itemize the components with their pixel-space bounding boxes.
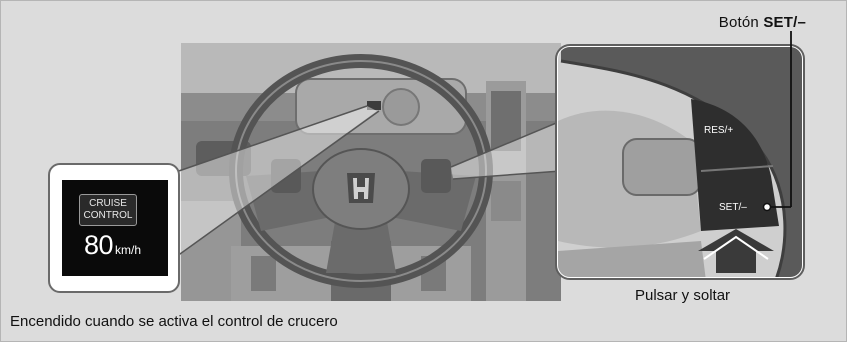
set-button-label: Botón SET/–	[719, 14, 806, 31]
button-prefix-text: Botón	[718, 14, 759, 31]
set-button-marker	[762, 202, 772, 212]
set-minus-button-label: SET/–	[719, 202, 747, 213]
press-arrow-icon	[698, 229, 774, 273]
indicator-line-2: CONTROL	[83, 210, 133, 221]
cruise-control-indicator: CRUISE CONTROL	[79, 194, 137, 226]
button-zoom-panel: RES/+ SET/–	[555, 31, 805, 280]
indicator-caption: Encendido cuando se activa el control de…	[10, 313, 338, 330]
speed-unit: km/h	[115, 243, 142, 257]
indicator-line-1: CRUISE	[89, 198, 127, 209]
speed-value: 80	[84, 230, 114, 260]
cockpit-photo	[181, 43, 561, 301]
res-plus-button-label: RES/+	[704, 125, 733, 136]
button-name-text: SET/–	[763, 14, 806, 31]
press-release-label: Pulsar y soltar	[635, 287, 731, 304]
